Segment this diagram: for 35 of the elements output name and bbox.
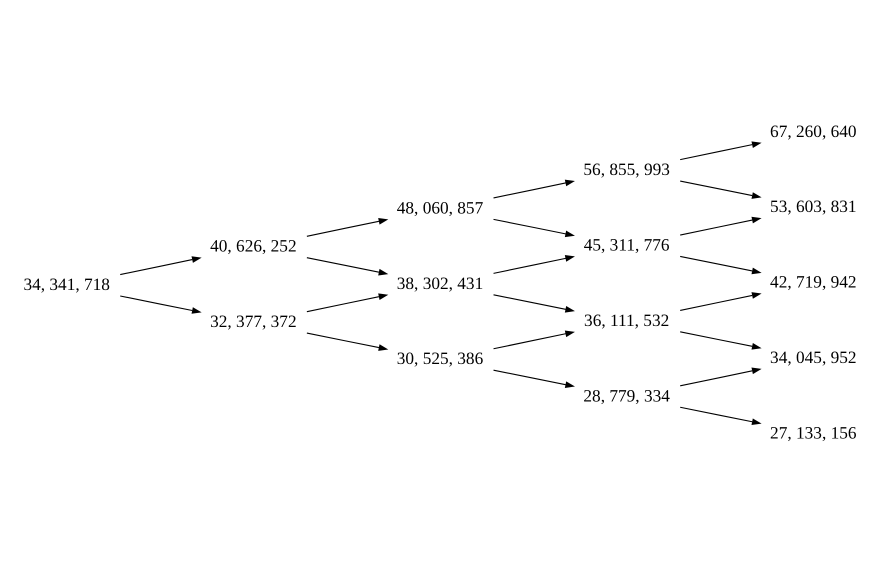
node-text: 28, 779, 334 <box>583 386 670 405</box>
node-text: 27, 133, 156 <box>770 422 857 442</box>
arrow <box>120 256 202 275</box>
node-text: 42, 719, 942 <box>770 272 857 292</box>
arrow <box>306 256 388 275</box>
arrow <box>680 140 762 160</box>
node-text: 34, 341, 718 <box>23 274 110 294</box>
node-text: 53, 603, 831 <box>770 196 857 216</box>
node-text: 30, 525, 386 <box>396 348 484 368</box>
node-text: 56, 855, 993 <box>583 160 670 179</box>
arrow <box>680 330 762 350</box>
arrow <box>493 330 575 349</box>
node-text: 45, 311, 776 <box>584 234 670 254</box>
arrow <box>680 406 762 425</box>
arrow <box>493 218 575 237</box>
arrow <box>306 332 388 350</box>
node-text: 36, 111, 532 <box>584 310 670 330</box>
node-text: 40, 626, 252 <box>210 236 297 256</box>
arrow <box>120 294 202 314</box>
arrow <box>680 216 762 236</box>
node-text: 67, 260, 640 <box>770 121 857 140</box>
arrow <box>493 369 575 388</box>
arrow <box>306 217 388 236</box>
arrow <box>306 292 388 312</box>
arrow <box>680 367 762 386</box>
node-text: 48, 060, 857 <box>396 198 484 217</box>
arrow <box>493 254 575 274</box>
node-text: 38, 302, 431 <box>396 273 484 292</box>
arrow <box>493 294 575 312</box>
arrow <box>493 179 575 198</box>
arrow <box>680 180 762 198</box>
node-text: 32, 377, 372 <box>210 312 297 331</box>
arrow <box>680 255 762 274</box>
node-text: 34, 045, 952 <box>770 347 857 366</box>
arrow <box>680 292 762 310</box>
